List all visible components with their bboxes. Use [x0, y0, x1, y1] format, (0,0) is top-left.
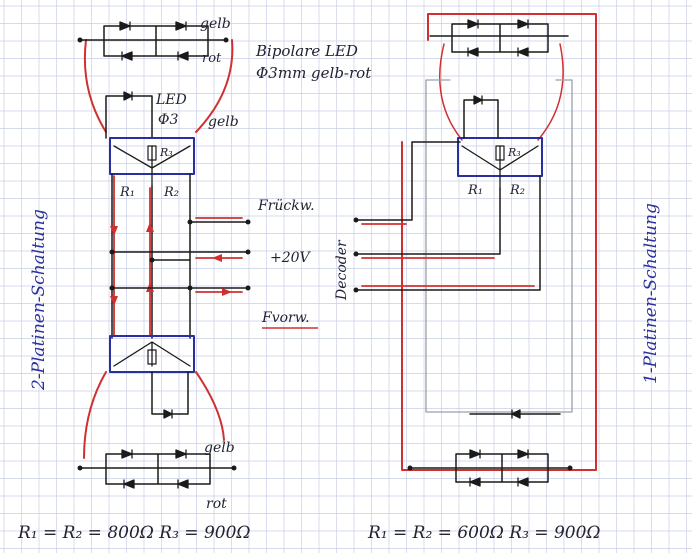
left-red-feeds: [195, 217, 243, 293]
left-lower-r3: [147, 349, 157, 365]
labels: Bipolare LED Φ3mm gelb-rot gelb rot LED …: [17, 16, 661, 543]
left-top-led-bank-wires: [79, 25, 227, 57]
right-led-upper-diode: [473, 95, 483, 105]
label-decoder: Decoder: [334, 239, 350, 301]
right-term-2: [353, 251, 359, 257]
left-top-node-r: [223, 37, 229, 43]
left-red-arrows: [110, 222, 154, 306]
left-term-3: [245, 285, 251, 291]
right-feed-wires: [355, 141, 541, 291]
left-upper-r3: [147, 145, 157, 161]
left-led-lower-diode: [163, 409, 173, 419]
right-bottom-led-diodes: [469, 449, 529, 487]
left-node-d: [109, 285, 115, 291]
label-bipolar-line2: Φ3mm gelb-rot: [256, 64, 372, 82]
label-r2-right: R₂: [509, 183, 525, 198]
left-term-1: [245, 219, 251, 225]
label-led: LED: [155, 92, 187, 108]
right-bottom-led-bank-wires: [409, 453, 571, 483]
right-board-internal: [461, 145, 539, 189]
formula-right: R₁ = R₂ = 600Ω R₃ = 900Ω: [367, 523, 601, 543]
left-red-trace-top: [83, 39, 234, 133]
right-bottom-node-r: [567, 465, 573, 471]
formula-left: R₁ = R₂ = 800Ω R₃ = 900Ω: [17, 523, 251, 543]
right-led-lower-diode: [511, 409, 521, 419]
label-right-title: 1-Platinen-Schaltung: [641, 203, 661, 384]
left-node-a: [187, 219, 193, 225]
right-red-frame: [401, 13, 597, 471]
right-circuit: [353, 13, 597, 487]
left-node-b: [109, 249, 115, 255]
left-bottom-led-bank-wires: [79, 453, 235, 485]
left-term-2: [245, 249, 251, 255]
label-v20: +20V: [270, 250, 312, 266]
right-top-led-diodes: [467, 19, 529, 57]
right-term-1: [353, 217, 359, 223]
label-rot-top: rot: [202, 51, 222, 66]
right-top-led-bank-wires: [429, 23, 569, 53]
right-r3: [495, 145, 505, 161]
label-gelb-top: gelb: [200, 16, 231, 32]
left-node-e: [187, 285, 193, 291]
left-feed-arrows: [212, 254, 232, 296]
right-term-3: [353, 287, 359, 293]
left-bottom-node-l: [77, 465, 83, 471]
left-upper-board-internal: [113, 145, 191, 187]
right-bottom-node-l: [407, 465, 413, 471]
label-left-title: 2-Platinen-Schaltung: [29, 209, 49, 391]
label-r1-left: R₁: [119, 185, 135, 200]
label-gelb-mid: gelb: [208, 114, 239, 130]
left-top-node-l: [77, 37, 83, 43]
left-top-led-diodes: [119, 21, 189, 61]
left-red-trace-bottom: [83, 371, 225, 459]
label-f-rueckw: Frückw.: [257, 198, 315, 214]
label-r1-right: R₁: [467, 183, 483, 198]
left-circuit: [77, 21, 251, 489]
right-led-upper-wires: [463, 99, 499, 139]
left-feed-wires: [111, 221, 249, 289]
label-r3-left: R₃: [159, 146, 173, 159]
left-node-c: [149, 257, 155, 263]
label-rot-bottom: rot: [206, 496, 227, 512]
left-led-lower-wires: [151, 371, 189, 415]
label-gelb-bottom: gelb: [204, 440, 235, 456]
right-gray-loop: [425, 79, 573, 413]
label-led-size: Φ3: [158, 112, 178, 128]
left-red-bus: [113, 175, 151, 337]
label-r2-left: R₂: [163, 185, 179, 200]
right-red-feeds: [361, 223, 535, 287]
left-led-phi3-diode: [123, 91, 133, 101]
label-r3-right: R₃: [507, 146, 521, 159]
label-bipolar-line1: Bipolare LED: [255, 42, 358, 60]
left-bottom-led-diodes: [121, 449, 189, 489]
left-lower-board-internal: [113, 341, 191, 367]
right-red-inner: [439, 43, 564, 141]
left-bottom-node-r: [231, 465, 237, 471]
label-f-vorw: Fvorw.: [261, 310, 310, 326]
left-led-phi3-wires: [105, 95, 153, 139]
